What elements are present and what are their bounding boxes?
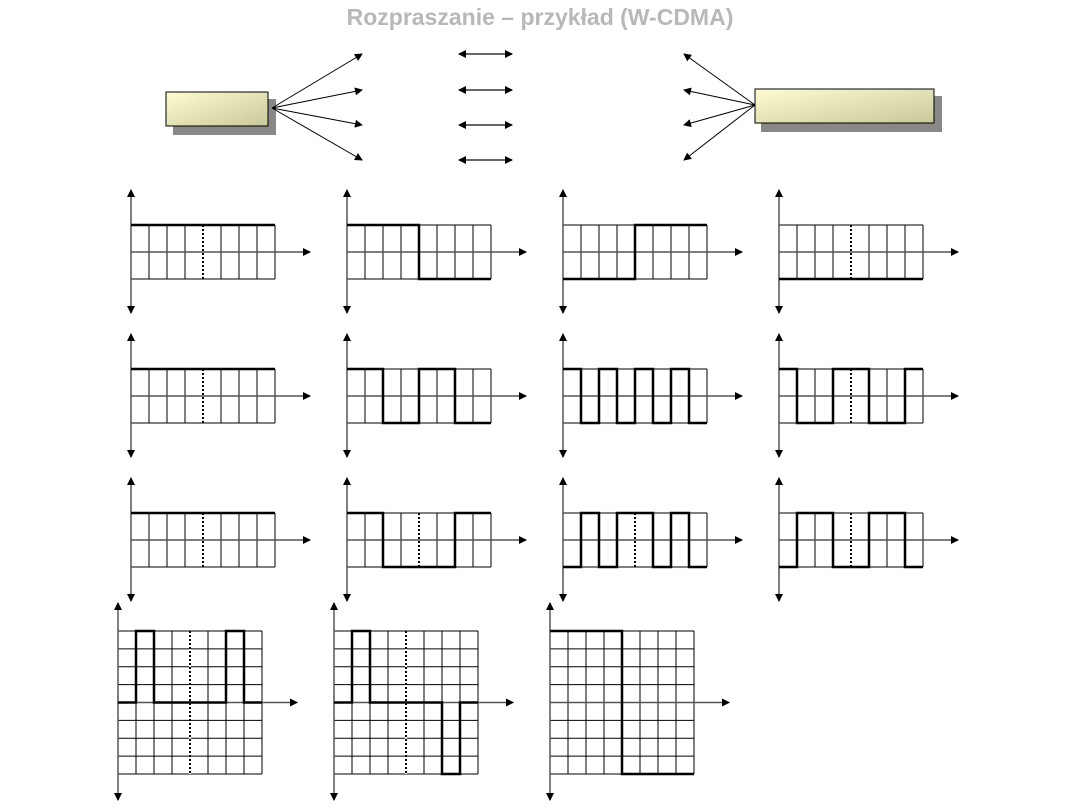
chip-signal	[550, 629, 694, 776]
receiver-box	[754, 88, 935, 124]
despread-arrow	[683, 53, 756, 106]
chip-chart-4	[775, 189, 959, 314]
chip-signal	[779, 511, 923, 569]
chip-chart-3	[559, 189, 743, 314]
chip-signal	[118, 629, 262, 704]
chip-signal	[334, 629, 478, 776]
slide-title: Rozpraszanie – przykład (W-CDMA)	[346, 4, 734, 30]
transmitter-box	[165, 91, 269, 127]
chip-signal	[347, 367, 491, 425]
spread-arrow	[271, 53, 363, 109]
chip-chart-7	[559, 333, 743, 458]
chip-signal	[563, 367, 707, 425]
chip-chart-8	[775, 333, 959, 458]
chip-chart-13	[114, 602, 298, 801]
chip-chart-2	[343, 189, 527, 314]
chip-chart-9	[127, 477, 311, 602]
despread-arrow	[683, 104, 756, 127]
transmitter-block	[165, 91, 276, 135]
spread-arrow	[271, 87, 363, 109]
chip-chart-12	[775, 477, 959, 602]
chip-signal	[347, 511, 491, 569]
chip-signal	[563, 511, 707, 569]
chip-signal	[563, 223, 707, 281]
chip-chart-1	[127, 189, 311, 314]
chip-chart-6	[343, 333, 527, 458]
despread-arrow	[683, 87, 756, 106]
chip-charts	[114, 189, 959, 801]
chip-signal	[347, 223, 491, 281]
spread-arrow	[271, 107, 363, 161]
receiver-block	[754, 88, 942, 132]
chip-chart-15	[546, 602, 730, 801]
chip-signal	[779, 367, 923, 425]
chip-chart-14	[330, 602, 514, 801]
despread-arrow	[683, 104, 756, 161]
chip-chart-11	[559, 477, 743, 602]
chip-chart-5	[127, 333, 311, 458]
signal-arrows	[271, 50, 756, 164]
chip-chart-10	[343, 477, 527, 602]
spread-arrow	[271, 107, 363, 128]
